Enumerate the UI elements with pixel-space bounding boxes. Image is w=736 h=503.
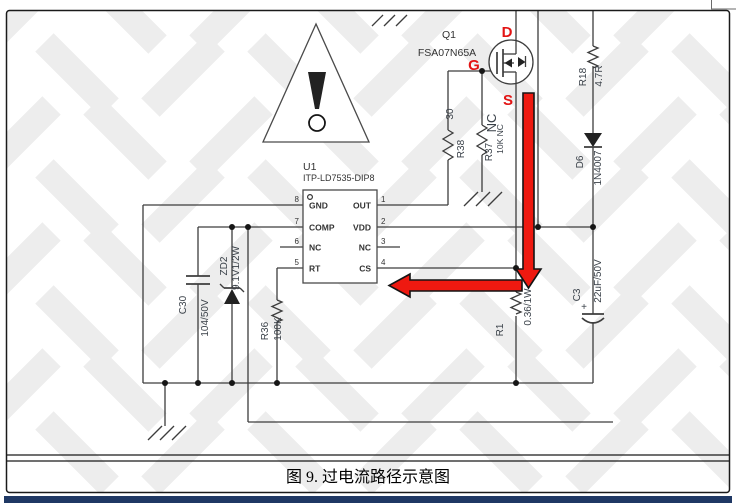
d6-ref: D6 — [575, 155, 586, 168]
r18-ref: R18 — [578, 67, 589, 86]
c3-ref: C3 — [572, 288, 583, 301]
left-arrow-icon — [387, 272, 523, 299]
q1-ref: Q1 — [442, 29, 456, 41]
pin-num-3: 3 — [381, 237, 386, 246]
pin-num-2: 2 — [381, 217, 386, 226]
ground-symbol-bottom — [147, 425, 187, 441]
footer-navy-bar — [4, 496, 732, 503]
capacitor-c3: + C3 22uF/50V — [572, 259, 605, 324]
pin-out: OUT — [353, 201, 372, 211]
ground-symbol-top-partial — [371, 14, 408, 27]
zener-zd2: ZD2 9.1V1/2W — [219, 245, 245, 304]
d6-value: 1N4007 — [593, 150, 604, 185]
c30-ref: C30 — [178, 295, 189, 314]
c30-value: 104/50V — [200, 299, 211, 337]
ground-symbol-r37 — [463, 191, 503, 207]
c3-polarity: + — [581, 302, 587, 313]
warning-triangle-icon — [261, 22, 371, 143]
pin-num-6: 6 — [295, 237, 300, 246]
pin-nc-right: NC — [359, 243, 371, 253]
mosfet-q1: D G S Q1 FSA07N65A — [418, 24, 534, 109]
pin-nc-left: NC — [309, 243, 321, 253]
drain-label: D — [502, 24, 513, 41]
r36-value: 100K — [273, 317, 284, 341]
pin1-indicator-icon — [307, 194, 314, 201]
diode-d6: D6 1N4007 — [575, 133, 604, 186]
pin-vdd: VDD — [353, 223, 371, 233]
resistor-r37: NC R37 10K NC — [475, 114, 505, 161]
u1-ref: U1 — [303, 161, 317, 173]
r1-ref: R1 — [495, 323, 506, 336]
zd2-value: 9.1V1/2W — [231, 245, 242, 289]
r36-ref: R36 — [260, 321, 271, 340]
pin-comp: COMP — [309, 223, 335, 233]
overcurrent-path-arrows — [387, 92, 543, 299]
pin-num-8: 8 — [295, 195, 300, 204]
resistor-r38: 30 R38 — [441, 108, 467, 161]
figure-frame — [5, 9, 731, 494]
pin-cs: CS — [359, 264, 371, 274]
pin-num-4: 4 — [381, 258, 386, 267]
zd2-ref: ZD2 — [219, 256, 230, 275]
c3-value: 22uF/50V — [593, 259, 604, 303]
junction-dots — [162, 68, 596, 386]
r1-value: 0.36/1W — [523, 288, 534, 326]
pin-num-7: 7 — [295, 217, 300, 226]
r38-value: 30 — [445, 108, 456, 120]
r37-value: 10K NC — [495, 124, 505, 154]
r18-value: 4.7R — [594, 65, 605, 86]
pin-rt: RT — [309, 264, 321, 274]
resistor-r1: R1 0.36/1W — [495, 288, 534, 337]
figure-caption: 图 9. 过电流路径示意图 — [286, 467, 450, 486]
u1-part: ITP-LD7535-DIP8 — [303, 173, 375, 183]
r37-ref: R37 — [484, 142, 495, 161]
source-label: S — [503, 92, 513, 109]
resistor-r18: R18 4.7R — [578, 45, 605, 87]
capacitor-c30: C30 104/50V — [178, 275, 211, 337]
pin-num-5: 5 — [295, 258, 300, 267]
page-corner-artifact — [711, 0, 736, 10]
pin-num-1: 1 — [381, 195, 386, 204]
ic-u1: U1 ITP-LD7535-DIP8 GND COMP NC RT OUT VD… — [295, 161, 386, 284]
r37-nc-flag: NC — [484, 114, 499, 133]
gate-label: G — [468, 57, 480, 74]
q1-part: FSA07N65A — [418, 47, 476, 59]
down-arrow-icon — [514, 92, 543, 290]
resistor-r36: R36 100K — [260, 299, 284, 341]
r38-ref: R38 — [456, 139, 467, 158]
pin-gnd: GND — [309, 201, 328, 211]
wires — [142, 11, 613, 426]
